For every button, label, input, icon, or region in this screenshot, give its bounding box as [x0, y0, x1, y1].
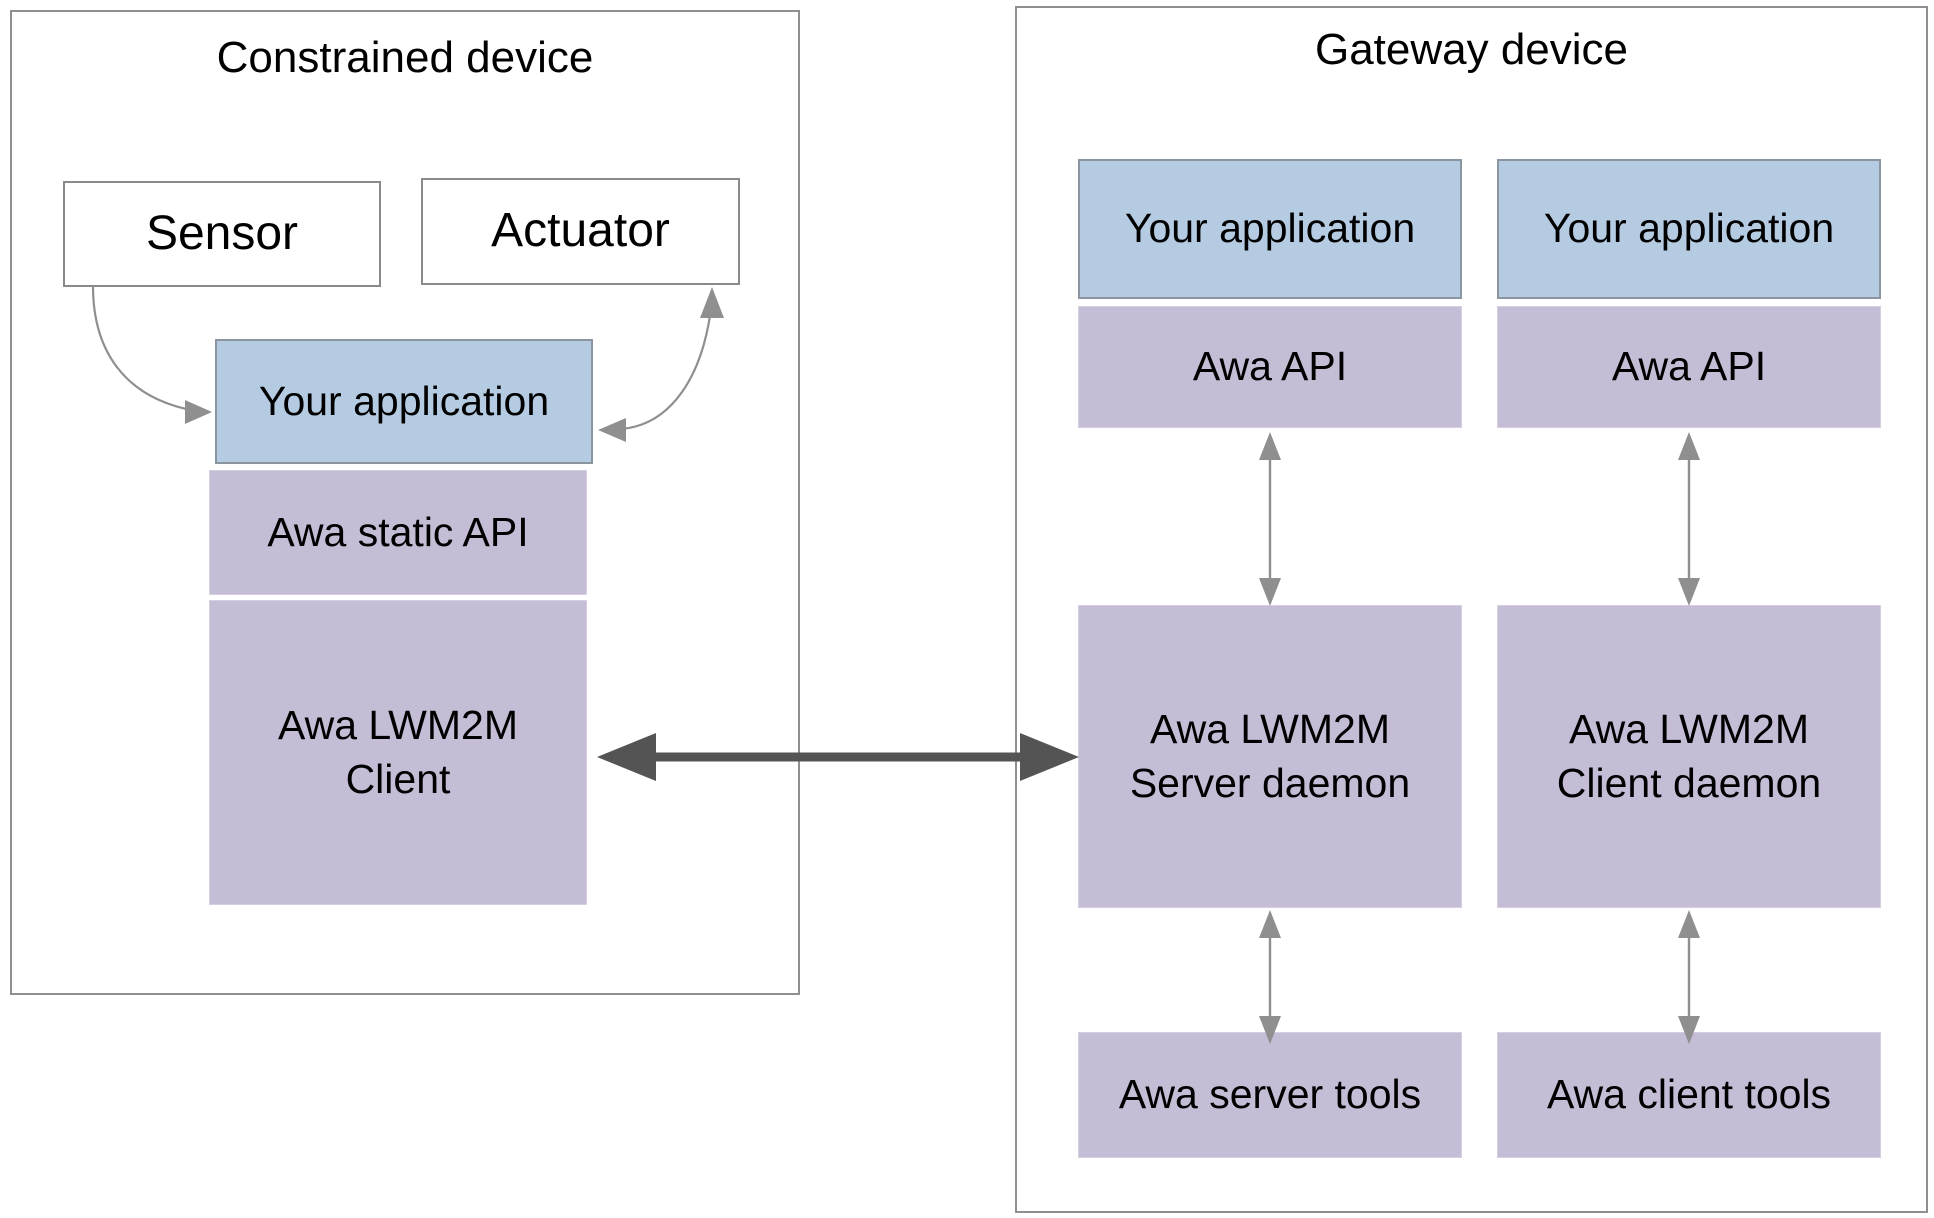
client-daemon-label-line2: Client daemon	[1556, 759, 1822, 806]
gateway-client-your-application-label: Your application	[1543, 205, 1835, 252]
awa-lwm2m-client-box: Awa LWM2M Client	[209, 600, 587, 905]
awa-lwm2m-client-label-line2: Client	[345, 755, 451, 802]
constrained-your-application-label: Your application	[258, 377, 550, 424]
awa-static-api-label: Awa static API	[267, 508, 529, 555]
awa-server-tools-label: Awa server tools	[1118, 1071, 1422, 1118]
sensor-label: Sensor	[145, 206, 299, 260]
awa-static-api-box: Awa static API	[209, 470, 587, 595]
gateway-client-your-application-box: Your application	[1497, 159, 1881, 299]
actuator-label: Actuator	[491, 204, 670, 258]
server-daemon-label-line2: Server daemon	[1129, 759, 1411, 806]
sensor-box: Sensor	[63, 181, 381, 287]
awa-lwm2m-client-daemon-box: Awa LWM2M Client daemon	[1497, 605, 1881, 908]
client-awa-api-label: Awa API	[1611, 343, 1767, 390]
actuator-box: Actuator	[421, 178, 740, 285]
server-your-application-box: Your application	[1078, 159, 1462, 299]
awa-server-tools-box: Awa server tools	[1078, 1032, 1462, 1158]
constrained-device-title: Constrained device	[216, 33, 594, 82]
server-awa-api-box: Awa API	[1078, 306, 1462, 428]
awa-lwm2m-server-daemon-box: Awa LWM2M Server daemon	[1078, 605, 1462, 908]
awa-client-tools-box: Awa client tools	[1497, 1032, 1881, 1158]
client-daemon-label-line1: Awa LWM2M	[1569, 706, 1809, 753]
constrained-your-application-box: Your application	[215, 339, 593, 464]
client-awa-api-box: Awa API	[1497, 306, 1881, 428]
server-awa-api-label: Awa API	[1192, 343, 1348, 390]
awa-client-tools-label: Awa client tools	[1546, 1071, 1832, 1118]
server-your-application-label: Your application	[1124, 205, 1416, 252]
gateway-device-title: Gateway device	[1314, 25, 1629, 74]
server-daemon-label-line1: Awa LWM2M	[1150, 706, 1390, 753]
awa-lwm2m-client-label-line1: Awa LWM2M	[278, 702, 518, 749]
